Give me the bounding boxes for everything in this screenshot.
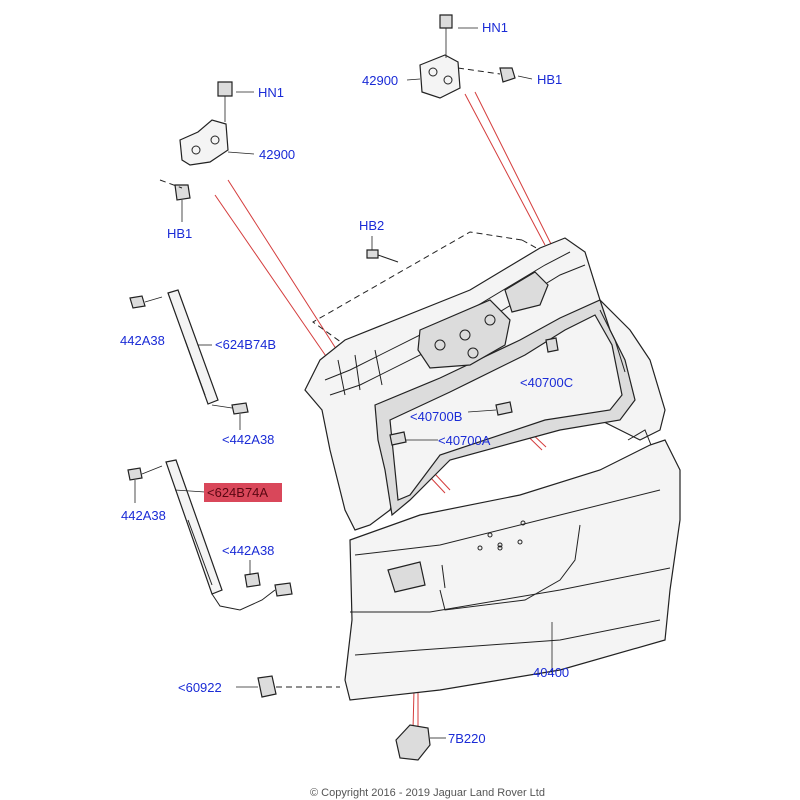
label-624b74b[interactable]: <624B74B [215, 337, 276, 352]
label-442a38-d[interactable]: <442A38 [222, 543, 274, 558]
label-hb1-left[interactable]: HB1 [167, 226, 192, 241]
label-42900-left[interactable]: 42900 [259, 147, 295, 162]
label-40400[interactable]: 40400 [533, 665, 569, 680]
clips-40700 [389, 337, 559, 446]
gas-strut-upper [129, 289, 249, 430]
label-hn1-top[interactable]: HN1 [482, 20, 508, 35]
label-624b74a[interactable]: <624B74A [207, 485, 268, 500]
label-hn1-left[interactable]: HN1 [258, 85, 284, 100]
label-40700c[interactable]: <40700C [520, 375, 573, 390]
part-labels: HN1 42900 HB1 HN1 42900 HB1 HB2 442A38 <… [120, 20, 573, 746]
label-442a38-c[interactable]: 442A38 [121, 508, 166, 523]
label-42900-top[interactable]: 42900 [362, 73, 398, 88]
hinge-top-right [406, 14, 533, 99]
striker-7b220 [395, 724, 446, 761]
bumper-60922 [236, 675, 340, 698]
gas-strut-lower [127, 459, 293, 611]
label-40700b[interactable]: <40700B [410, 409, 462, 424]
label-7b220[interactable]: 7B220 [448, 731, 486, 746]
label-60922[interactable]: <60922 [178, 680, 222, 695]
label-40700a[interactable]: <40700A [438, 433, 491, 448]
label-442a38-a[interactable]: 442A38 [120, 333, 165, 348]
bolt-hb2 [366, 236, 399, 263]
hinge-top-left [159, 81, 255, 222]
label-hb2[interactable]: HB2 [359, 218, 384, 233]
copyright-text: © Copyright 2016 - 2019 Jaguar Land Rove… [310, 787, 545, 799]
label-624b74a-highlight [204, 483, 282, 502]
hinge-reference-outline [312, 231, 541, 346]
label-hb1-top[interactable]: HB1 [537, 72, 562, 87]
tailgate-outer-panel [344, 439, 681, 701]
label-442a38-b[interactable]: <442A38 [222, 432, 274, 447]
